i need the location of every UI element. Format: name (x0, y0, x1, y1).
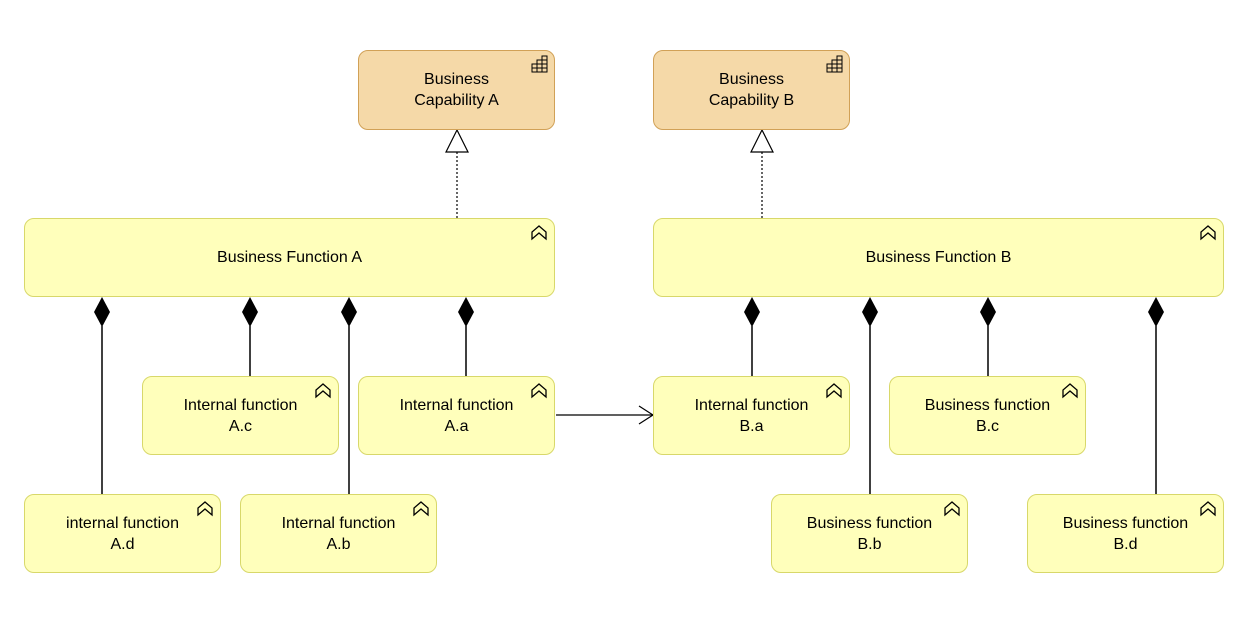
capability-icon (826, 55, 843, 73)
business-function-b[interactable]: Business Function B (653, 218, 1224, 297)
internal-function-a-c[interactable]: Internal function A.c (142, 376, 339, 455)
composition-bf-b-to-bf-bd[interactable] (1148, 297, 1164, 494)
composition-bf-a-to-if-ad[interactable] (94, 297, 110, 494)
node-label: Business Function B (865, 249, 1012, 266)
internal-function-a-d[interactable]: internal function A.d (24, 494, 221, 573)
function-icon (1200, 225, 1216, 241)
node-label: Business Function A (217, 249, 362, 266)
function-icon (944, 501, 960, 517)
node-label: Business function B.c (924, 396, 1051, 435)
node-label: Internal function B.a (694, 396, 809, 435)
node-label: Business Capability A (414, 71, 499, 109)
node-label: Internal function A.a (399, 396, 514, 435)
business-function-b-d[interactable]: Business function B.d (1027, 494, 1224, 573)
business-capability-a[interactable]: Business Capability A (358, 50, 555, 130)
function-icon (413, 501, 429, 517)
composition-bf-b-to-if-ba[interactable] (744, 297, 760, 376)
business-function-a[interactable]: Business Function A (24, 218, 555, 297)
node-label: Internal function A.c (183, 396, 298, 435)
capability-icon (531, 55, 548, 73)
function-icon (531, 383, 547, 399)
triggering-if-aa-to-if-ba[interactable] (556, 405, 655, 425)
function-icon (197, 501, 213, 517)
business-function-b-b[interactable]: Business function B.b (771, 494, 968, 573)
node-label: Internal function A.b (281, 514, 396, 553)
function-icon (1062, 383, 1078, 399)
composition-bf-a-to-if-aa[interactable] (458, 297, 474, 376)
composition-bf-a-to-if-ac[interactable] (242, 297, 258, 376)
realization-bf-a-to-cap-a[interactable] (445, 128, 469, 218)
composition-bf-b-to-bf-bc[interactable] (980, 297, 996, 376)
node-label: Business Capability B (708, 71, 795, 109)
function-icon (826, 383, 842, 399)
node-label: internal function A.d (66, 514, 179, 553)
internal-function-a-b[interactable]: Internal function A.b (240, 494, 437, 573)
realization-bf-b-to-cap-b[interactable] (750, 128, 774, 218)
internal-function-a-a[interactable]: Internal function A.a (358, 376, 555, 455)
composition-bf-a-to-if-ab[interactable] (341, 297, 357, 494)
business-capability-b[interactable]: Business Capability B (653, 50, 850, 130)
business-function-b-c[interactable]: Business function B.c (889, 376, 1086, 455)
composition-bf-b-to-bf-bb[interactable] (862, 297, 878, 494)
node-label: Business function B.d (1062, 514, 1189, 553)
function-icon (531, 225, 547, 241)
internal-function-b-a[interactable]: Internal function B.a (653, 376, 850, 455)
node-label: Business function B.b (806, 514, 933, 553)
function-icon (1200, 501, 1216, 517)
function-icon (315, 383, 331, 399)
